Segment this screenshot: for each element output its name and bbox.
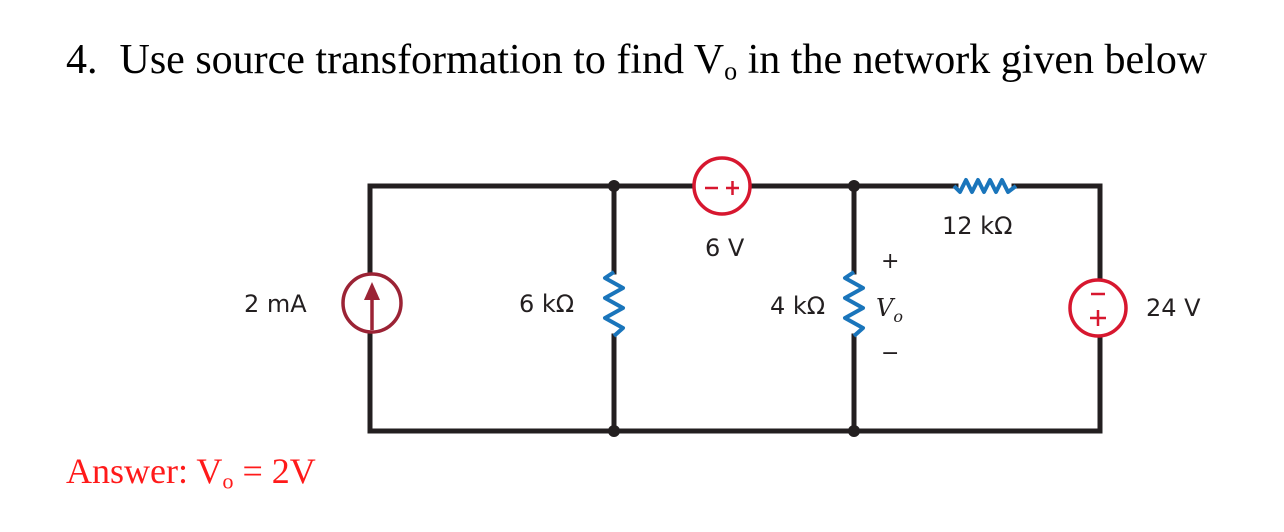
voltage-source-24v xyxy=(1068,278,1128,338)
vo-minus-sign: − xyxy=(881,341,899,366)
answer-text: Answer: Vo = 2V xyxy=(66,450,316,495)
resistor-12k-label: 12 kΩ xyxy=(942,212,1012,240)
resistor-6k xyxy=(603,270,625,338)
resistor-12k xyxy=(952,178,1018,194)
current-source-2ma xyxy=(341,272,403,334)
answer-subscript: o xyxy=(222,468,234,494)
answer-prefix: Answer: V xyxy=(66,451,223,491)
node-bottom-6k xyxy=(608,425,620,437)
voltage-source-6v xyxy=(692,156,752,216)
arrow-up-icon xyxy=(364,282,380,300)
wire-left-top xyxy=(367,183,697,278)
voltage-source-24v-label: 24 V xyxy=(1146,294,1201,322)
question-text: 4. Use source transformation to find Vo i… xyxy=(66,36,1207,87)
node-top-6k xyxy=(608,180,620,192)
resistor-4k xyxy=(843,270,865,338)
question-subscript: o xyxy=(724,56,738,86)
question-number: 4. xyxy=(66,37,98,83)
node-top-4k xyxy=(848,180,860,192)
question-text-before: Use source transformation to find V xyxy=(119,37,725,83)
node-bottom-4k xyxy=(848,425,860,437)
voltage-source-6v-label: 6 V xyxy=(705,234,745,262)
wire-top-right xyxy=(1011,183,1103,283)
current-source-label: 2 mA xyxy=(244,290,307,318)
resistor-6k-label: 6 kΩ xyxy=(519,290,574,318)
vo-plus-sign: + xyxy=(881,249,899,274)
question-text-after: in the network given below xyxy=(737,37,1208,83)
resistor-4k-label: 4 kΩ xyxy=(770,292,825,320)
answer-suffix: = 2V xyxy=(233,451,316,491)
vo-label: Vo xyxy=(876,294,903,326)
wire-left-bottom xyxy=(367,327,1103,434)
